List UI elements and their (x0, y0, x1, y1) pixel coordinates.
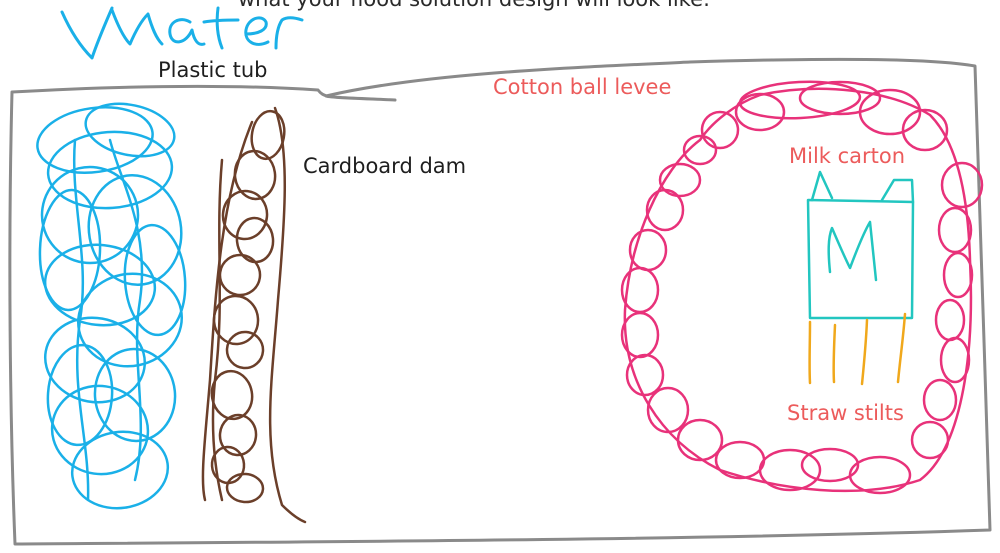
header-instruction-text: what your flood solution design will loo… (238, 0, 710, 11)
milk-carton-letter-m (827, 220, 878, 282)
cotton-ball-levee-label: Cotton ball levee (493, 75, 672, 99)
straw-stilts-label: Straw stilts (787, 401, 904, 425)
milk-carton-body (806, 198, 915, 320)
straw-stilt-4 (896, 312, 907, 384)
water-scribble (36, 102, 187, 510)
straw-stilt-2 (832, 323, 837, 384)
cardboard-dam-label: Cardboard dam (303, 154, 467, 178)
cotton-ball-levee-scribble (620, 80, 984, 495)
straw-stilt-3 (860, 318, 869, 386)
straw-stilts-drawing (808, 312, 907, 386)
milk-carton-drawing (806, 170, 915, 320)
plastic-tub-label: Plastic tub (158, 58, 268, 82)
milk-carton-top-right (880, 178, 915, 204)
plastic-tub-outline (8, 57, 992, 546)
cardboard-dam-scribble (201, 106, 307, 524)
milk-carton-top-left (810, 170, 834, 202)
handwritten-water-label (60, 6, 304, 60)
milk-carton-label: Milk carton (789, 144, 906, 168)
